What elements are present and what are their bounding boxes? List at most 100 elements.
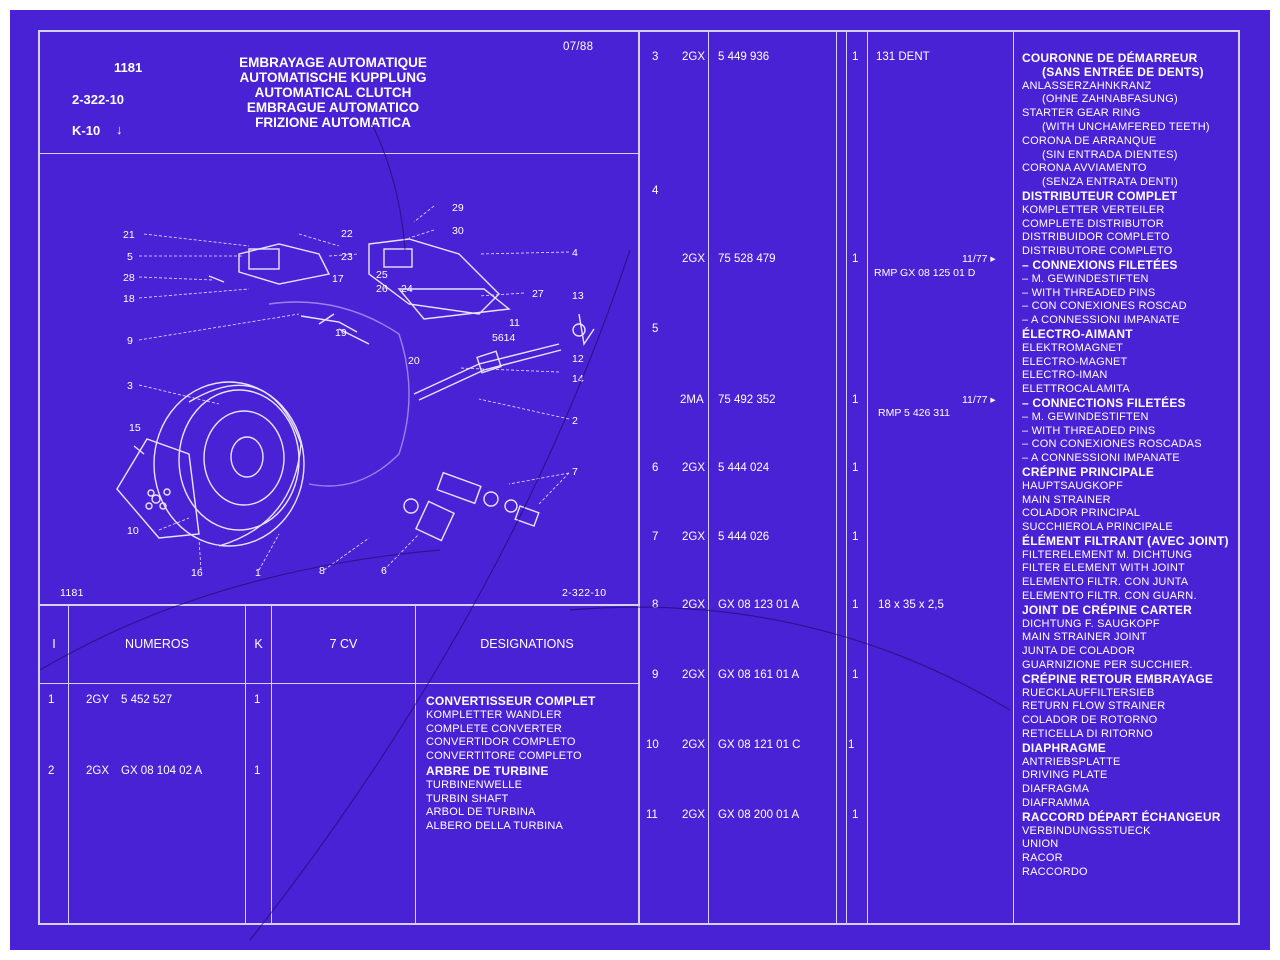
callout-label: 21	[123, 229, 135, 241]
split-tablehead	[38, 683, 639, 684]
designation-line: ELEMENTO FILTR. CON JUNTA	[1022, 576, 1189, 589]
callout-label: 28	[123, 272, 135, 284]
row-quantity: 1	[852, 51, 859, 63]
designation-line: – M. GEWINDESTIFTEN	[1022, 272, 1149, 285]
row-spec: 131 DENT	[876, 51, 930, 63]
row-part-number: 5 444 024	[718, 462, 770, 474]
designation-line: ÉLECTRO-AIMANT	[1022, 326, 1133, 341]
right-col-line-5	[1013, 30, 1014, 925]
row-quantity: 1	[254, 694, 261, 706]
callout-label: 19	[335, 327, 347, 339]
row-index: 3	[652, 51, 659, 63]
designation-line: – CONNECTIONS FILETÉES	[1022, 395, 1186, 410]
row-part-number: GX 08 104 02 A	[121, 765, 203, 777]
title-en: AUTOMATICAL CLUTCH	[254, 85, 412, 100]
title-es: EMBRAGUE AUTOMATICO	[246, 100, 420, 115]
row-prefix: 2GX	[682, 669, 706, 681]
designation-line: COURONNE DE DÉMARREUR	[1022, 51, 1198, 65]
row-quantity: 1	[852, 599, 859, 611]
row-quantity: 1	[852, 253, 859, 265]
drawing-footer-right: 2-322-10	[562, 587, 607, 599]
designation-line: COLADOR PRINCIPAL	[1022, 507, 1141, 520]
callout-label: 4	[572, 247, 578, 259]
callout-label: 18	[123, 293, 135, 305]
row-prefix: 2GX	[682, 599, 706, 611]
callout-label: 1	[255, 567, 261, 579]
callout-label: 9	[127, 335, 133, 347]
row-part-number: GX 08 123 01 A	[718, 599, 800, 611]
row-prefix: 2GX	[682, 253, 706, 265]
designation-line: ANTRIEBSPLATTE	[1022, 755, 1121, 768]
right-col-line-3	[846, 30, 847, 925]
row-prefix: 2GX	[682, 51, 706, 63]
right-col-line-4	[867, 30, 868, 925]
designation-line: (SENZA ENTRATA DENTI)	[1042, 176, 1178, 189]
row-quantity: 1	[852, 394, 859, 406]
designation-line: RUECKLAUFFILTERSIEB	[1022, 686, 1155, 699]
row-part-number: 5 444 026	[718, 531, 770, 543]
row-spec: RMP 5 426 311	[878, 407, 950, 419]
callout-label: 3	[127, 380, 133, 392]
row-note: 11/77 ▸	[962, 394, 996, 406]
designation-line: – WITH THREADED PINS	[1022, 286, 1156, 299]
col-model-header: 7 CV	[329, 637, 358, 651]
left-col-line-4	[415, 605, 416, 925]
designation-line: CORONA DE ARRANQUE	[1022, 134, 1157, 147]
designation-line: RACOR	[1022, 852, 1063, 865]
left-col-line-2	[245, 605, 246, 925]
row-index: 5	[652, 323, 659, 335]
row-part-number: GX 08 121 01 C	[718, 739, 801, 751]
row-designation: CONVERTISSEUR COMPLET KOMPLETTER WANDLER…	[426, 694, 596, 763]
designation-line: ELETTROCALAMITA	[1022, 383, 1130, 396]
designation-line: (OHNE ZAHNABFASUNG)	[1042, 93, 1178, 106]
designation-line: DIAPHRAGME	[1022, 740, 1107, 755]
row-quantity: 1	[852, 531, 859, 543]
row-quantity: 1	[852, 809, 859, 821]
designation-line: CRÉPINE PRINCIPALE	[1022, 464, 1155, 479]
row-part-number: GX 08 200 01 A	[718, 809, 800, 821]
designation-line: UNION	[1022, 838, 1059, 851]
designation-line: – CON CONEXIONES ROSCAD	[1022, 300, 1187, 313]
section-arrow-icon: ↓	[116, 122, 123, 137]
callout-label: 5	[127, 251, 133, 263]
split-drawing-table	[38, 604, 639, 606]
row-prefix: 2GX	[682, 739, 706, 751]
designation-line: – A CONNESSIONI IMPANATE	[1022, 452, 1180, 465]
row-prefix: 2MA	[680, 394, 704, 406]
col-designations-header: DESIGNATIONS	[480, 637, 574, 651]
exploded-view-drawing: 21 22 5 23 28 17 18 25 26 24 29 30 4 27 …	[116, 202, 595, 579]
row-index: 6	[652, 462, 659, 474]
callout-label: 7	[572, 466, 578, 478]
designation-line: GUARNIZIONE PER SUCCHIER.	[1022, 659, 1193, 672]
callout-label: 29	[452, 202, 464, 214]
col-index-header: I	[52, 637, 56, 651]
designation-line: STARTER GEAR RING	[1022, 107, 1141, 120]
designation-line: (SIN ENTRADA DIENTES)	[1042, 148, 1178, 161]
callout-label: 24	[401, 283, 413, 295]
designation-line: FILTER ELEMENT WITH JOINT	[1022, 562, 1185, 575]
designation-line: FILTERELEMENT M. DICHTUNG	[1022, 548, 1193, 561]
callout-label: 16	[191, 567, 203, 579]
row-prefix: 2GX	[682, 462, 706, 474]
group-code: 2-322-10	[72, 92, 125, 107]
col-k-header: K	[254, 637, 263, 651]
row-quantity: 1	[848, 739, 855, 751]
row-part-number: GX 08 161 01 A	[718, 669, 800, 681]
left-panel-right-edge	[638, 30, 640, 925]
row-part-number: 5 449 936	[718, 51, 770, 63]
callout-label: 15	[129, 422, 141, 434]
designation-line: HAUPTSAUGKOPF	[1022, 479, 1124, 492]
designation-line: RACCORDO	[1022, 866, 1088, 879]
designation-line: SUCCHIEROLA PRINCIPALE	[1022, 521, 1173, 534]
right-col-line-2	[836, 30, 837, 925]
designation-line: RETURN FLOW STRAINER	[1022, 700, 1166, 713]
section-code: K-10	[72, 123, 101, 138]
right-col-line-1	[708, 30, 709, 925]
row-index: 10	[646, 739, 659, 751]
frame-right	[1238, 30, 1240, 925]
col-numeros-header: NUMEROS	[125, 637, 189, 651]
row-index: 2	[48, 765, 55, 777]
designation-line: COMPLETE DISTRIBUTOR	[1022, 217, 1164, 230]
row-note: 11/77 ▸	[962, 253, 996, 265]
callout-label: 30	[452, 225, 464, 237]
